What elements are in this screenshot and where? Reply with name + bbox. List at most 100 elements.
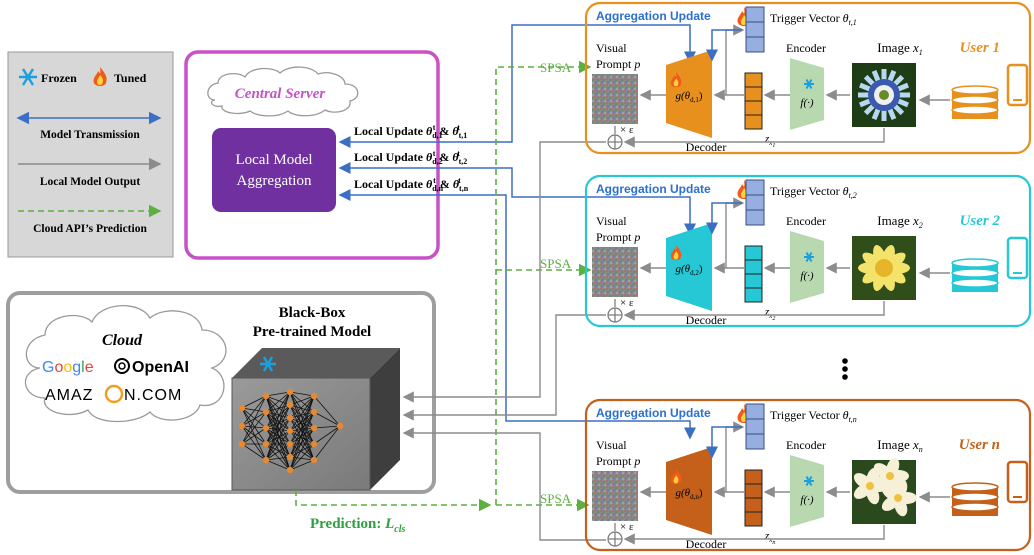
nn-node	[310, 392, 318, 400]
nn-edge	[289, 427, 315, 458]
image-label: Image x1	[877, 40, 923, 57]
fire-icon	[670, 469, 682, 485]
decoder-shape	[666, 223, 712, 311]
nn-edge	[289, 395, 315, 445]
google-logo: Google	[42, 359, 94, 376]
epsilon-label: × ε	[620, 521, 634, 533]
nn-node	[286, 401, 294, 409]
encoder-label: Encoder	[786, 214, 826, 228]
trigger-vector-label: Trigger Vector θt,2	[770, 184, 857, 200]
nn-edge	[241, 407, 267, 429]
nn-edge	[289, 391, 315, 397]
aggregation-line1: Local Model	[235, 152, 312, 168]
nn-node	[286, 427, 294, 435]
nn-edge	[265, 404, 291, 461]
phone-icon	[1006, 63, 1029, 107]
prediction-label: Prediction: Lcls	[310, 516, 406, 535]
legend-frozen: Frozen	[41, 71, 77, 85]
image-label: Image xn	[877, 437, 923, 454]
decoder-function: g(θd,1)	[676, 90, 703, 104]
fire-icon	[93, 67, 107, 86]
nn-edge	[289, 443, 315, 458]
nn-edge	[265, 427, 291, 458]
visual-label: Visual	[596, 214, 627, 228]
nn-node	[262, 424, 270, 432]
decoder-shape	[666, 50, 712, 138]
spsa-label: SPSA	[540, 256, 572, 271]
nn-edge	[241, 407, 267, 445]
nn-edge	[241, 395, 267, 409]
openai-text: OpenAI	[132, 359, 189, 376]
database-icon	[951, 85, 999, 119]
nn-node	[286, 388, 294, 396]
latent-vector	[744, 245, 763, 303]
prompt-label: Prompt p	[596, 57, 640, 71]
nn-node	[238, 440, 246, 448]
nn-node	[238, 422, 246, 430]
flow-arrows	[614, 421, 950, 545]
nn-edge	[289, 427, 315, 471]
trigger-vector	[745, 6, 765, 53]
visual-prompt-image	[592, 247, 638, 297]
nn-node	[286, 414, 294, 422]
decoder-label: Decoder	[686, 313, 727, 327]
nn-edge	[313, 425, 341, 429]
database-icon	[951, 482, 999, 516]
local-update-label: Local Update θd,nt& θt,nt	[354, 176, 469, 193]
nn-edge	[241, 425, 267, 429]
nn-edge	[241, 395, 267, 427]
visual-prompt-image	[592, 471, 638, 521]
nn-edge	[265, 391, 291, 397]
decoder-label: Decoder	[686, 537, 727, 551]
nn-node	[238, 404, 246, 412]
trigger-vector-label: Trigger Vector θt,n	[770, 408, 857, 424]
cloud-label: Cloud	[102, 332, 143, 349]
nn-edge	[289, 417, 315, 445]
amazon-right: N.COM	[124, 387, 182, 404]
legend-tuned: Tuned	[114, 71, 147, 85]
nn-edge	[265, 404, 291, 429]
decoder-shape	[666, 447, 712, 535]
encoder-function: f(·)	[800, 97, 813, 109]
aggregation-update-label: Aggregation Update	[596, 9, 711, 23]
nn-edge	[289, 395, 315, 419]
spsa-label: SPSA	[540, 60, 572, 75]
cloud-providers-cloud	[24, 305, 227, 423]
nn-edge	[289, 404, 315, 413]
central-server-box: Central Server Local Model Aggregation L…	[184, 50, 469, 260]
legend-model-transmission: Model Transmission	[40, 129, 140, 141]
trigger-vector	[745, 403, 765, 450]
nn-edge	[289, 411, 315, 445]
input-image	[852, 457, 917, 524]
snowflake-icon	[19, 68, 37, 86]
output-arrows	[402, 141, 606, 541]
prediction-arrow: Prediction: Lcls	[295, 490, 492, 535]
snowflake-icon	[804, 79, 814, 89]
nn-edge	[289, 411, 315, 458]
latent-vector	[744, 72, 763, 130]
input-image	[852, 63, 916, 127]
nn-edge	[265, 459, 291, 471]
blackbox-title-line1: Black-Box	[279, 305, 346, 321]
user-name: User n	[959, 437, 1000, 453]
transmission-arrows	[338, 24, 696, 440]
nn-node	[286, 440, 294, 448]
decoder-function: g(θd,2)	[676, 263, 703, 277]
central-server-label: Central Server	[235, 86, 326, 102]
latent-label: zx1	[764, 133, 775, 149]
aggregation-update-arrow	[706, 202, 742, 235]
phone-icon	[1006, 460, 1029, 504]
local-update-label: Local Update θd,2t& θt,2t	[354, 149, 467, 166]
encoder-shape	[790, 58, 824, 130]
encoder-shape	[790, 231, 824, 303]
spsa-trunk	[495, 60, 592, 505]
nn-node	[262, 456, 270, 464]
nn-edge	[241, 395, 267, 445]
nn-edge	[265, 404, 291, 445]
amazon-o-icon	[104, 384, 124, 404]
nn-edge	[265, 456, 291, 461]
add-circle-icon	[607, 307, 623, 323]
add-circle-icon	[607, 134, 623, 150]
epsilon-label: × ε	[620, 297, 634, 309]
